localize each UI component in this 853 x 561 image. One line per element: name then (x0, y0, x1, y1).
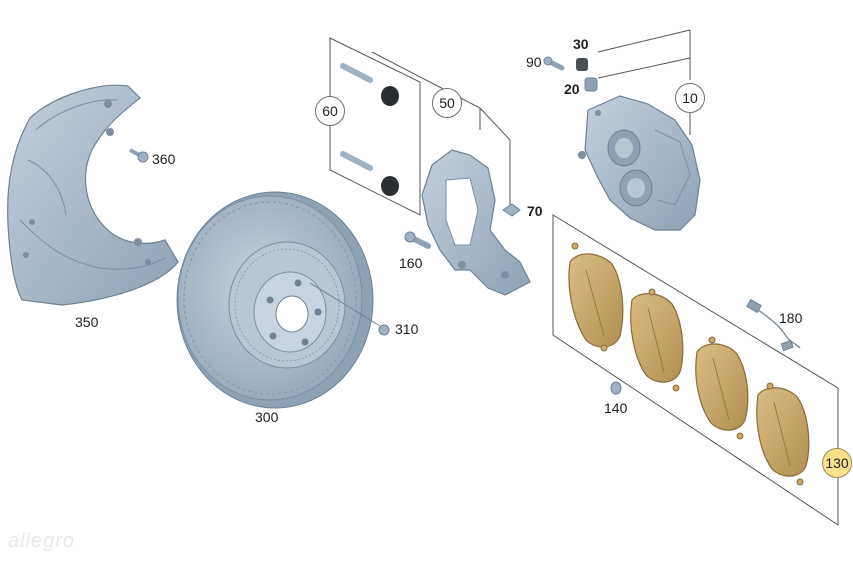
label-300: 300 (255, 409, 279, 425)
label-20: 20 (564, 81, 580, 97)
brake-disc-part (176, 191, 381, 409)
bolt-160-part (404, 231, 431, 249)
dust-shield-part (7, 84, 179, 306)
brake-pad-3 (695, 336, 749, 440)
label-180: 180 (779, 310, 803, 326)
kit-60-box (329, 37, 421, 216)
bolt-360-part (129, 148, 149, 163)
callout-130: 130 (822, 448, 852, 478)
label-350: 350 (75, 314, 99, 330)
callout-10: 10 (675, 83, 705, 113)
clip-140-part (610, 381, 622, 395)
brake-pad-2 (630, 288, 684, 392)
label-360: 360 (152, 151, 176, 167)
brake-pad-4 (756, 382, 810, 486)
label-160: 160 (399, 255, 423, 271)
brake-pad-1 (568, 242, 624, 352)
clip-70-part (502, 203, 521, 217)
callout-50: 50 (432, 88, 462, 118)
caliper-bracket-part (421, 149, 531, 296)
callout-60: 60 (315, 96, 345, 126)
screw-310-part (378, 324, 390, 336)
small-parts-caliper (543, 56, 598, 92)
label-140: 140 (604, 400, 628, 416)
wear-sensor-part (746, 298, 801, 352)
label-310: 310 (395, 321, 419, 337)
kit-50-lines (371, 51, 511, 205)
label-90: 90 (526, 54, 542, 70)
label-30: 30 (573, 36, 589, 52)
caliper-part (578, 95, 701, 231)
kit-10-lines (597, 29, 691, 135)
pads-130-box (552, 214, 839, 526)
watermark-logo: allegro (8, 530, 76, 552)
label-70: 70 (527, 203, 543, 219)
